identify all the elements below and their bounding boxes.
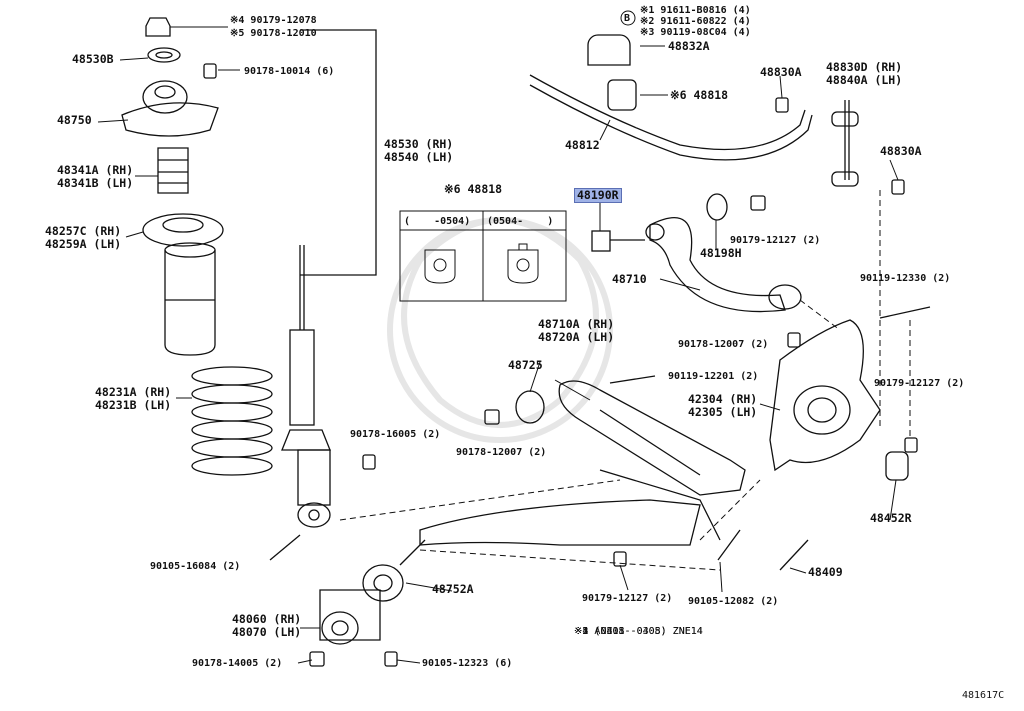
footnote-5: ※5 (0408- ) [574,626,667,637]
label-48190r-highlighted[interactable]: 48190R [574,188,622,203]
label-90119-08c04: ※3 90119-08C04 (4) [640,27,751,38]
label-48452r: 48452R [870,511,912,525]
inset-col1: ( -0504) [404,216,471,227]
label-90179-12127-c: 90179-12127 (2) [582,593,673,604]
bushing-48452r [885,451,909,481]
label-90178-12007-a: 90178-12007 (2) [678,339,769,350]
bushing-48198h [706,193,728,221]
label-48341a: 48341A (RH) [57,163,134,177]
bracket-48832a [587,34,631,66]
label-90105-12082: 90105-12082 (2) [688,596,779,607]
circle-b-text: B [624,13,631,24]
footnote-2: ※2 (0305- ) ZNE14 [574,626,703,637]
diagram-code: 481617C [962,690,1005,701]
bolt-48190r [591,230,611,252]
bolt-90105-16084 [269,534,301,561]
footnote-4: ※4 ( -0408) [574,626,667,637]
label-inset-48818: ※6 48818 [444,182,503,196]
reference-lines [339,190,911,571]
stabilizer-bar-48812 [529,74,813,161]
label-590178: ※5 90178-12010 [230,28,317,39]
inset-48818 [399,210,567,302]
label-48409: 48409 [808,565,843,579]
washer-48530b [147,47,181,63]
bolt-90119-12330 [879,306,931,319]
spring-seat-48257c [142,213,224,247]
label-48060: 48060 (RH) [232,612,302,626]
top-nut-shape [145,17,171,37]
knuckle-42304 [769,319,881,472]
label-90105-12323: 90105-12323 (6) [422,658,513,669]
label-90178-12007-b: 90178-12007 (2) [456,447,547,458]
label-48830a-top: 48830A [760,65,802,79]
leader-lines [97,26,899,664]
label-90119-12330: 90119-12330 (2) [860,273,951,284]
dust-boot [164,250,216,356]
label-48830d: 48830D (RH) [826,60,903,74]
label-48830a-right: 48830A [880,144,922,158]
label-48725: 48725 [508,358,543,372]
label-91611-b0816: ※1 91611-B0816 (4) [640,5,751,16]
coil-spring-48231 [191,366,273,476]
footnote-1: ※1 ANE11 [574,626,625,637]
label-48832a: 48832A [668,39,710,53]
label-48198h: 48198H [700,246,742,260]
shock-absorber-48530 [281,245,331,528]
footnote-3: ※3 ( -0305) ZNE14 [574,626,703,637]
label-90178-14005: 90178-14005 (2) [192,658,283,669]
bracket-48060 [319,589,381,645]
mount-48750 [121,102,219,137]
bolt-90105-12082 [717,529,741,561]
label-90179-12127-b: 90179-12127 (2) [874,378,965,389]
label-48710: 48710 [612,272,647,286]
label-48231a: 48231A (RH) [95,385,172,399]
label-48710a: 48710A (RH) [538,317,615,331]
label-48070: 48070 (LH) [232,625,302,639]
bolt-90119-12201 [609,375,656,384]
label-90178-10014: 90178-10014 (6) [244,66,335,77]
label-91611-60822: ※2 91611-60822 (4) [640,16,751,27]
label-48750: 48750 [57,113,92,127]
inset-col2: (0504- ) [487,216,554,227]
label-48752a: 48752A [432,582,474,596]
label-48840a: 48840A (LH) [826,73,903,87]
label-48540: 48540 (LH) [384,150,454,164]
circle-b-marker [620,10,636,26]
label-90178-16005: 90178-16005 (2) [350,429,441,440]
bushing-48818 [607,79,637,111]
lower-arm-48752a [362,469,721,602]
label-48530: 48530 (RH) [384,137,454,151]
label-648818: ※6 48818 [670,88,729,102]
label-48530b: 48530B [72,52,114,66]
label-48259a: 48259A (LH) [45,237,122,251]
label-490179: ※4 90179-12078 [230,15,317,26]
label-90119-12201: 90119-12201 (2) [668,371,759,382]
label-90179-12127-a: 90179-12127 (2) [730,235,821,246]
upper-arm-48710 [645,217,802,313]
label-48341b: 48341B (LH) [57,176,134,190]
label-48257c: 48257C (RH) [45,224,122,238]
label-48720a: 48720A (LH) [538,330,615,344]
bump-stop-48341 [157,147,189,194]
label-90105-16084: 90105-16084 (2) [150,561,241,572]
leader-48530 [300,29,377,276]
label-48812: 48812 [565,138,600,152]
label-42304: 42304 (RH) [688,392,758,406]
lower-arm-48710a [484,380,746,496]
label-42305: 42305 (LH) [688,405,758,419]
label-48231b: 48231B (LH) [95,398,172,412]
bolt-48409 [779,539,809,571]
